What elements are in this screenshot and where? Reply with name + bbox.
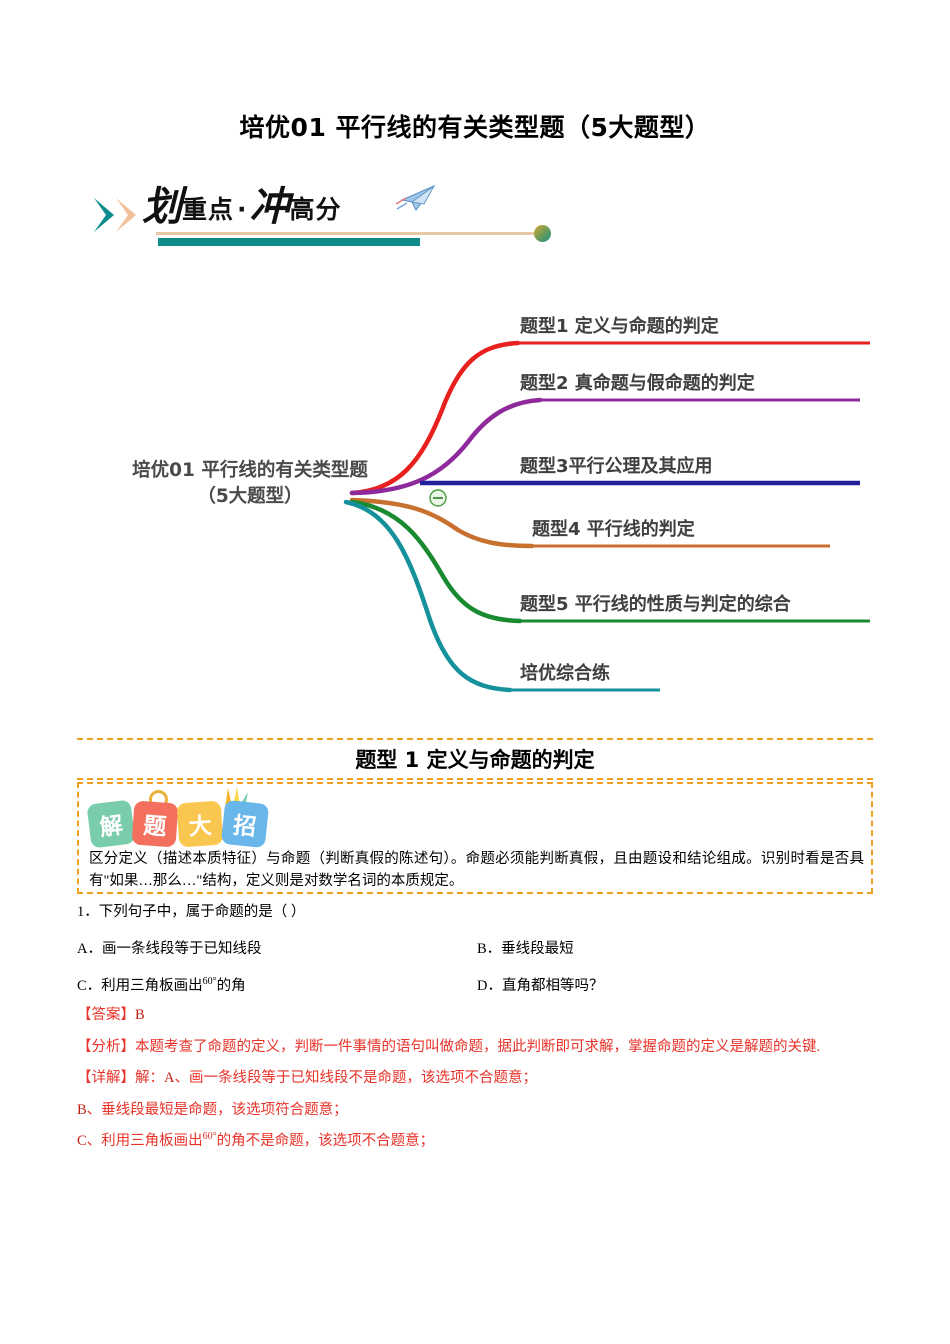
option-b-text: 垂线段最短 (501, 941, 574, 957)
solution-c-sep: 、 (86, 1133, 102, 1150)
solution-b-letter: B (77, 1101, 87, 1118)
option-c-letter: C． (77, 978, 102, 994)
mindmap-label-1[interactable]: 题型1 定义与命题的判定 (520, 316, 719, 337)
answer-label: 【答案】 (77, 1007, 135, 1023)
chevron-front-notch (94, 198, 106, 232)
banner-word-small-2: 高分 (289, 195, 342, 224)
mindmap-label-3[interactable]: 题型3平行公理及其应用 (520, 456, 713, 477)
paper-plane-icon (395, 184, 436, 211)
option-b[interactable]: B．垂线段最短 (477, 937, 877, 958)
chevron-back-notch (116, 198, 128, 232)
solution-c-letter: C (77, 1133, 87, 1150)
option-b-letter: B． (477, 941, 502, 957)
answer-value: B (135, 1007, 145, 1023)
answer-line: 【答案】B (77, 1000, 877, 1032)
mindmap-center-node: 培优01 平行线的有关类型题 （5大题型） (80, 458, 420, 509)
option-c-superscript: 60° (202, 976, 217, 988)
tip-box: 解 题 大 招 区分定义（描述本质特征）与命题（判断真假的陈述句）。命题必须能判… (77, 782, 873, 894)
banner-end-dot (534, 225, 551, 242)
solution-c-pre: 利用三角板画出 (101, 1133, 203, 1150)
section-header-text: 题型 1 定义与命题的判定 (355, 748, 595, 772)
solution-c-superscript: 60° (202, 1131, 217, 1143)
badge-ring-icon (149, 790, 168, 809)
detail-label: 【详解】 (77, 1070, 135, 1087)
analysis-text: 本题考查了命题的定义，判断一件事情的语句叫做命题，据此判断即可求解，掌握命题的定… (135, 1038, 821, 1055)
solution-a-text: 画一条线段等于已知线段不是命题，该选项不合题意； (188, 1070, 537, 1087)
mindmap-label-2[interactable]: 题型2 真命题与假命题的判定 (520, 373, 755, 394)
detail-line: 【详解】解：A、画一条线段等于已知线段不是命题，该选项不合题意； (77, 1063, 877, 1095)
mindmap: 培优01 平行线的有关类型题 （5大题型） 题型1 定义与命题的判定 题型2 真… (70, 290, 890, 710)
tip-badge: 解 题 大 招 (86, 787, 272, 850)
banner-dot-separator: · (237, 195, 247, 224)
question-stem: 1．下列句子中，属于命题的是（ ） (77, 904, 306, 920)
mindmap-label-4[interactable]: 题型4 平行线的判定 (532, 519, 695, 540)
option-d-text: 直角都相等吗？ (501, 978, 604, 994)
solution-a-letter: A (164, 1070, 175, 1087)
mindmap-center-line1: 培优01 平行线的有关类型题 (132, 460, 368, 481)
option-d-letter: D． (477, 978, 502, 994)
banner-word-big-2: 冲 (249, 184, 290, 230)
option-c-text: 利用三角板画出 (101, 978, 203, 994)
mindmap-label-5[interactable]: 题型5 平行线的性质与判定的综合 (520, 594, 791, 615)
answer-block: 【答案】B 【分析】本题考查了命题的定义，判断一件事情的语句叫做命题，据此判断即… (77, 1000, 877, 1158)
page-title: 培优01 平行线的有关类型题（5大题型） (239, 113, 711, 142)
solution-a-sep: 、 (174, 1070, 189, 1087)
badge-tile-1: 解 (86, 799, 136, 849)
mindmap-center-line2: （5大题型） (197, 485, 303, 507)
tip-text: 区分定义（描述本质特征）与命题（判断真假的陈述句）。命题必须能判断真假，且由题设… (89, 851, 864, 890)
banner-thin-line (156, 232, 541, 235)
highlight-banner: 划重点·冲高分 (86, 168, 566, 258)
badge-tile-4: 招 (220, 799, 270, 849)
solution-b-sep: 、 (86, 1101, 102, 1118)
analysis-line: 【分析】本题考查了命题的定义，判断一件事情的语句叫做命题，据此判断即可求解，掌握… (77, 1032, 877, 1064)
mindmap-branches (343, 340, 870, 693)
banner-slogan: 划重点·冲高分 (142, 174, 342, 232)
option-a[interactable]: A．画一条线段等于已知线段 (77, 937, 477, 958)
option-c-tail: 的角 (216, 978, 246, 994)
option-row-1: A．画一条线段等于已知线段 B．垂线段最短 (77, 937, 877, 958)
mindmap-label-6[interactable]: 培优综合练 (520, 663, 610, 684)
question-block: 1．下列句子中，属于命题的是（ ） A．画一条线段等于已知线段 B．垂线段最短 … (77, 900, 877, 1011)
detail-intro: 解： (135, 1070, 164, 1087)
option-row-2: C．利用三角板画出60°的角 D．直角都相等吗？ (77, 974, 877, 995)
analysis-label: 【分析】 (77, 1038, 135, 1055)
option-a-text: 画一条线段等于已知线段 (101, 941, 262, 957)
solution-c-text: 的角不是命题，该选项不合题意； (216, 1133, 435, 1150)
badge-tile-2: 题 (131, 800, 179, 848)
badge-tile-3: 大 (176, 800, 224, 848)
solution-b-line: B、垂线段最短是命题，该选项符合题意； (77, 1095, 877, 1127)
option-c[interactable]: C．利用三角板画出60°的角 (77, 974, 477, 995)
banner-word-small-1: 重点 (182, 195, 235, 224)
solution-b-text: 垂线段最短是命题，该选项符合题意； (101, 1101, 348, 1118)
option-d[interactable]: D．直角都相等吗？ (477, 974, 877, 995)
option-a-letter: A． (77, 941, 102, 957)
solution-c-line: C、利用三角板画出60°的角不是命题，该选项不合题意； (77, 1126, 877, 1158)
banner-bar (158, 238, 420, 246)
section-header: 题型 1 定义与命题的判定 (77, 738, 873, 780)
banner-word-big-1: 划 (142, 184, 182, 230)
